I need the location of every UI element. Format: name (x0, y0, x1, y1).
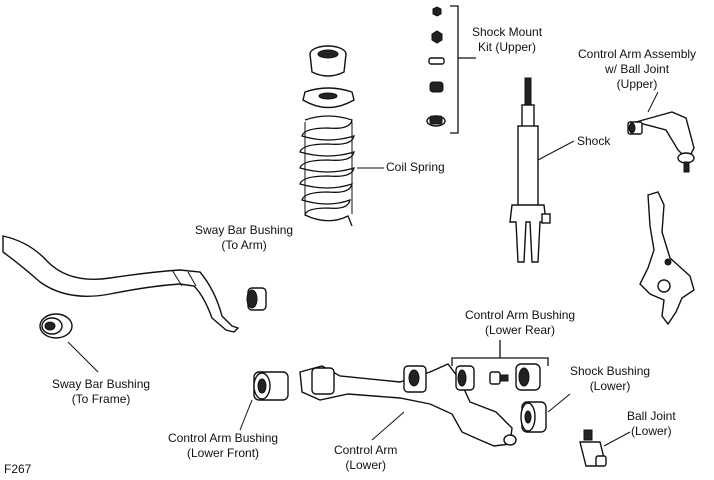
shock-mount-kit-bracket (450, 5, 476, 134)
shock-absorber (509, 77, 551, 263)
shock-leader (537, 140, 575, 161)
shock-label: Shock (577, 134, 611, 148)
sway-bar-bushing-arm-part (246, 287, 267, 311)
coil-spring-upper-seat (309, 45, 347, 77)
control-arm-bushing-front-part (253, 371, 289, 401)
control-arm-lower-label: Control Arm (Lower) (334, 443, 398, 472)
coil-spring-label: Coil Spring (386, 160, 445, 174)
ball-joint-part (579, 429, 607, 467)
lower-control-arm (299, 363, 517, 447)
ball-joint-label: Ball Joint (Lower) (627, 409, 676, 438)
sway-bar-bushing-frame-leader (67, 341, 99, 373)
control-arm-assembly-label: Control Arm Assembly w/ Ball Joint (Uppe… (578, 47, 697, 91)
control-arm-bushing-front-leader (239, 399, 253, 431)
shock-bushing-leader (547, 393, 571, 413)
sway-bar-bushing-frame-part (39, 313, 73, 339)
control-arm-lower-leader (371, 411, 405, 441)
sway-bar-bushing-arm-label: Sway Bar Bushing (To Arm) (195, 223, 294, 252)
control-arm-bushing-rear-label: Control Arm Bushing (Lower Rear) (465, 308, 576, 337)
coil-spring (299, 115, 355, 227)
shock-mount-kit-label: Shock Mount Kit (Upper) (472, 25, 543, 54)
figure-code-label: F267 (4, 462, 32, 476)
upper-control-arm-assembly (627, 111, 695, 173)
steering-knuckle (639, 191, 695, 326)
coil-spring-lower-seat (302, 87, 355, 109)
shock-bushing-label: Shock Bushing (Lower) (570, 364, 651, 393)
sway-bar (2, 235, 240, 333)
shock-bushing-part (520, 401, 547, 433)
ball-joint-leader (603, 431, 631, 447)
shock-mount-kit-parts (426, 6, 446, 127)
control-arm-bushing-rear-bracket (451, 340, 549, 366)
sway-bar-bushing-frame-label: Sway Bar Bushing (To Frame) (52, 377, 151, 406)
upper-arm-leader (647, 91, 659, 113)
control-arm-bushing-front-label: Control Arm Bushing (Lower Front) (168, 431, 279, 460)
control-arm-bushing-rear-parts (455, 363, 541, 391)
